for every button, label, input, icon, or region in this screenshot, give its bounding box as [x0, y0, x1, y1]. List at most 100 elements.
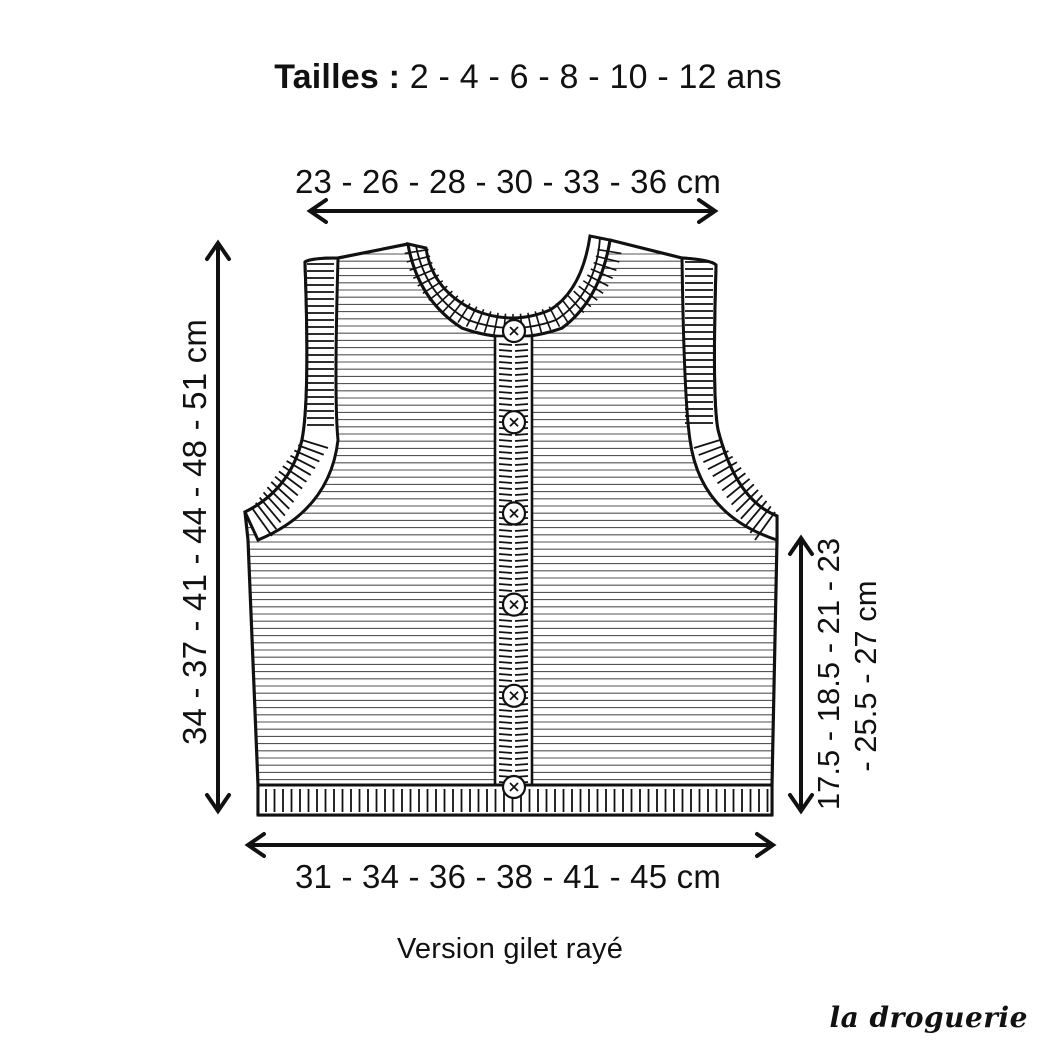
band-rib — [498, 625, 513, 628]
neck-rib — [573, 290, 592, 308]
neck-rib — [527, 312, 533, 335]
band-rib — [514, 541, 529, 544]
band-rib — [514, 733, 529, 736]
band-rib — [514, 655, 529, 658]
band-rib — [514, 637, 529, 640]
band-rib — [498, 631, 513, 634]
armhole-rib — [716, 466, 742, 485]
band-rib — [514, 367, 529, 370]
band-rib — [498, 343, 513, 346]
band-rib — [498, 367, 513, 370]
band-rib — [514, 667, 529, 670]
band-rib — [498, 487, 513, 490]
armhole-rib — [740, 494, 763, 520]
armhole-rib — [703, 450, 729, 463]
neck-rib — [449, 299, 465, 319]
band-rib — [498, 715, 513, 718]
band-rib — [498, 673, 513, 676]
band-rib — [498, 559, 513, 562]
band-rib — [498, 433, 513, 436]
armhole-height-arrow — [788, 534, 814, 815]
band-rib — [498, 547, 513, 550]
band-rib — [514, 631, 529, 634]
band-rib — [498, 451, 513, 454]
armhole-rib — [266, 486, 290, 510]
band-rib — [514, 625, 529, 628]
band-rib — [514, 709, 529, 712]
armhole-rib — [290, 454, 316, 470]
band-rib — [498, 403, 513, 406]
band-rib — [498, 373, 513, 376]
band-rib — [514, 535, 529, 538]
neck-rib — [406, 255, 431, 263]
band-rib — [498, 409, 513, 412]
band-rib — [498, 355, 513, 358]
band-rib — [498, 349, 513, 352]
armhole-rib — [726, 478, 751, 499]
band-rib — [514, 577, 529, 580]
band-rib — [514, 589, 529, 592]
armhole-rib — [754, 511, 776, 541]
band-rib — [514, 739, 529, 742]
band-rib — [498, 589, 513, 592]
band-rib — [514, 403, 529, 406]
neck-rib — [593, 261, 617, 271]
armhole-rib — [698, 444, 725, 456]
band-rib — [514, 445, 529, 448]
band-rib — [514, 487, 529, 490]
neck-rib — [582, 280, 604, 295]
band-rib — [498, 379, 513, 382]
band-rib — [498, 439, 513, 442]
band-rib — [514, 565, 529, 568]
band-rib — [498, 763, 513, 766]
band-rib — [498, 643, 513, 646]
armhole-rib — [278, 470, 303, 490]
band-rib — [498, 463, 513, 466]
band-rib — [498, 751, 513, 754]
band-rib — [514, 553, 529, 556]
neck-rib — [428, 285, 448, 301]
sizes-label: Tailles : — [274, 58, 401, 96]
band-rib — [498, 571, 513, 574]
band-rib — [498, 475, 513, 478]
top-width-arrow — [306, 198, 719, 224]
band-rib — [498, 469, 513, 472]
neck-rib — [541, 308, 552, 331]
button-3 — [501, 501, 527, 526]
band-rib — [514, 673, 529, 676]
armhole-rib — [274, 475, 299, 497]
band-rib — [498, 529, 513, 532]
armhole-rib — [749, 505, 772, 534]
button-6 — [501, 774, 527, 800]
band-rib — [514, 715, 529, 718]
neck-rib — [412, 268, 436, 279]
neck-rib — [474, 308, 485, 331]
neck-rib — [567, 295, 585, 314]
band-rib — [498, 661, 513, 664]
band-rib — [514, 583, 529, 586]
band-rib — [514, 457, 529, 460]
band-rib — [498, 637, 513, 640]
band-rib — [498, 541, 513, 544]
armhole-rib — [259, 496, 282, 524]
armhole-rib — [730, 483, 755, 506]
neck-rib — [493, 312, 499, 335]
neck-rib — [590, 268, 614, 279]
button-4 — [501, 592, 527, 617]
band-rib — [498, 391, 513, 394]
neck-rib — [595, 255, 620, 263]
left-armhole-band — [243, 256, 340, 542]
sizes-title: Tailles : 2 - 4 - 6 - 8 - 10 - 12 ans — [0, 58, 1056, 97]
band-rib — [514, 361, 529, 364]
neck-rib — [404, 248, 429, 255]
version-caption: Version gilet rayé — [396, 933, 624, 965]
armhole-rib — [262, 491, 286, 517]
button-5 — [501, 683, 527, 708]
button-band — [493, 334, 534, 817]
buttons — [501, 318, 527, 800]
neck-rib — [409, 261, 433, 271]
band-rib — [514, 385, 529, 388]
neck-rib — [555, 303, 569, 324]
neck-rib — [441, 295, 459, 314]
